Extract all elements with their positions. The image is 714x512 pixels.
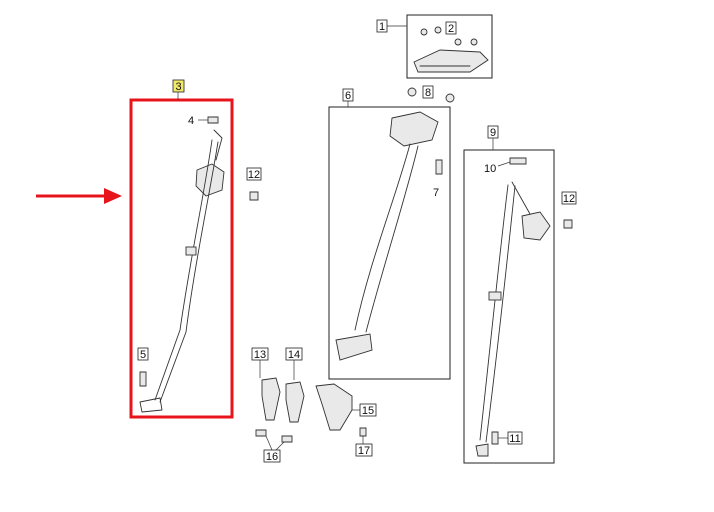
clip-icon bbox=[470, 38, 478, 46]
highlight-arrow bbox=[36, 188, 122, 204]
center-belt-assembly-group: 6 7 bbox=[328, 88, 451, 380]
anchor-plate-icon bbox=[475, 443, 489, 457]
bolt-icon bbox=[281, 435, 293, 443]
bolt-icon bbox=[249, 191, 259, 201]
clip-icon bbox=[434, 26, 442, 34]
callout-box bbox=[137, 347, 149, 361]
rear-frame bbox=[463, 149, 555, 464]
belt-webbing bbox=[159, 141, 219, 403]
buckles-group: 13 14 15 16 17 bbox=[251, 347, 377, 463]
callout-box bbox=[507, 431, 523, 445]
clip-icon bbox=[420, 28, 428, 36]
callout-2[interactable]: 2 bbox=[448, 23, 454, 35]
retractor-icon bbox=[389, 111, 439, 147]
bolt-icon bbox=[255, 429, 267, 437]
overhead-bezel-group: 1 2 bbox=[376, 14, 493, 79]
bolt-12-right-group: 12 bbox=[561, 191, 577, 229]
callout-box bbox=[246, 167, 262, 181]
nut-icon bbox=[407, 87, 417, 97]
callout-box bbox=[422, 85, 434, 99]
callout-5[interactable]: 5 bbox=[140, 349, 146, 361]
retractor-icon bbox=[521, 211, 551, 241]
bolt-12-left-group: 12 bbox=[246, 167, 262, 201]
nut-icon bbox=[445, 93, 455, 103]
callout-10[interactable]: 10 bbox=[484, 163, 496, 175]
callout-14[interactable]: 14 bbox=[288, 349, 300, 361]
bolt-icon bbox=[563, 219, 573, 229]
belt-guide bbox=[213, 129, 223, 161]
bezel-frame bbox=[406, 14, 493, 79]
callout-box bbox=[359, 403, 377, 417]
belt-webbing bbox=[479, 184, 509, 441]
front-belt-assembly-group: 3 4 5 bbox=[129, 79, 234, 419]
callout-box bbox=[445, 21, 457, 35]
buckle-icon bbox=[335, 333, 373, 361]
bolt-icon bbox=[491, 431, 499, 445]
retractor-icon bbox=[195, 163, 225, 197]
arrow-head-icon bbox=[104, 188, 122, 204]
bolt-icon bbox=[435, 159, 443, 175]
clip-icon bbox=[454, 38, 462, 46]
callout-12-left[interactable]: 12 bbox=[248, 169, 260, 181]
callout-17[interactable]: 17 bbox=[358, 445, 370, 457]
callout-6[interactable]: 6 bbox=[345, 90, 351, 102]
bolt-icon bbox=[207, 116, 219, 124]
callout-7[interactable]: 7 bbox=[433, 187, 439, 199]
highlight-frame bbox=[129, 98, 234, 419]
callout-3[interactable]: 3 bbox=[175, 81, 181, 93]
leader-line bbox=[265, 435, 273, 451]
nut-8-group: 8 bbox=[407, 85, 455, 103]
belt-webbing bbox=[485, 185, 516, 443]
callout-11[interactable]: 11 bbox=[509, 433, 520, 445]
callout-9[interactable]: 9 bbox=[490, 127, 496, 139]
bolt-icon bbox=[139, 371, 147, 387]
bolt-icon bbox=[509, 157, 527, 165]
belt-buckle-tongue-icon bbox=[488, 291, 502, 301]
callout-1[interactable]: 1 bbox=[379, 21, 385, 33]
bezel-part-icon bbox=[413, 49, 489, 73]
callout-box bbox=[355, 443, 373, 457]
callout-4[interactable]: 4 bbox=[188, 115, 194, 127]
buckle-icon bbox=[261, 377, 281, 421]
callout-box bbox=[263, 449, 281, 463]
callout-box bbox=[376, 19, 388, 33]
callout-box bbox=[561, 191, 577, 205]
belt-webbing bbox=[354, 143, 411, 331]
callout-box-highlighted bbox=[172, 79, 185, 93]
leader-line bbox=[275, 441, 285, 451]
belt-webbing bbox=[365, 145, 419, 333]
callout-8[interactable]: 8 bbox=[425, 87, 431, 99]
belt-webbing bbox=[154, 139, 213, 401]
buckle-icon bbox=[285, 381, 305, 423]
rear-belt-assembly-group: 9 10 11 bbox=[463, 125, 555, 464]
callout-16[interactable]: 16 bbox=[266, 451, 278, 463]
anchor-plate-icon bbox=[139, 397, 163, 413]
leader-line bbox=[497, 161, 511, 167]
callout-13[interactable]: 13 bbox=[254, 349, 266, 361]
double-buckle-icon bbox=[315, 383, 353, 431]
callout-12-right[interactable]: 12 bbox=[563, 193, 575, 205]
belt-buckle-tongue-icon bbox=[185, 246, 197, 256]
bolt-icon bbox=[359, 427, 367, 437]
callout-15[interactable]: 15 bbox=[362, 405, 374, 417]
center-frame bbox=[328, 106, 451, 380]
